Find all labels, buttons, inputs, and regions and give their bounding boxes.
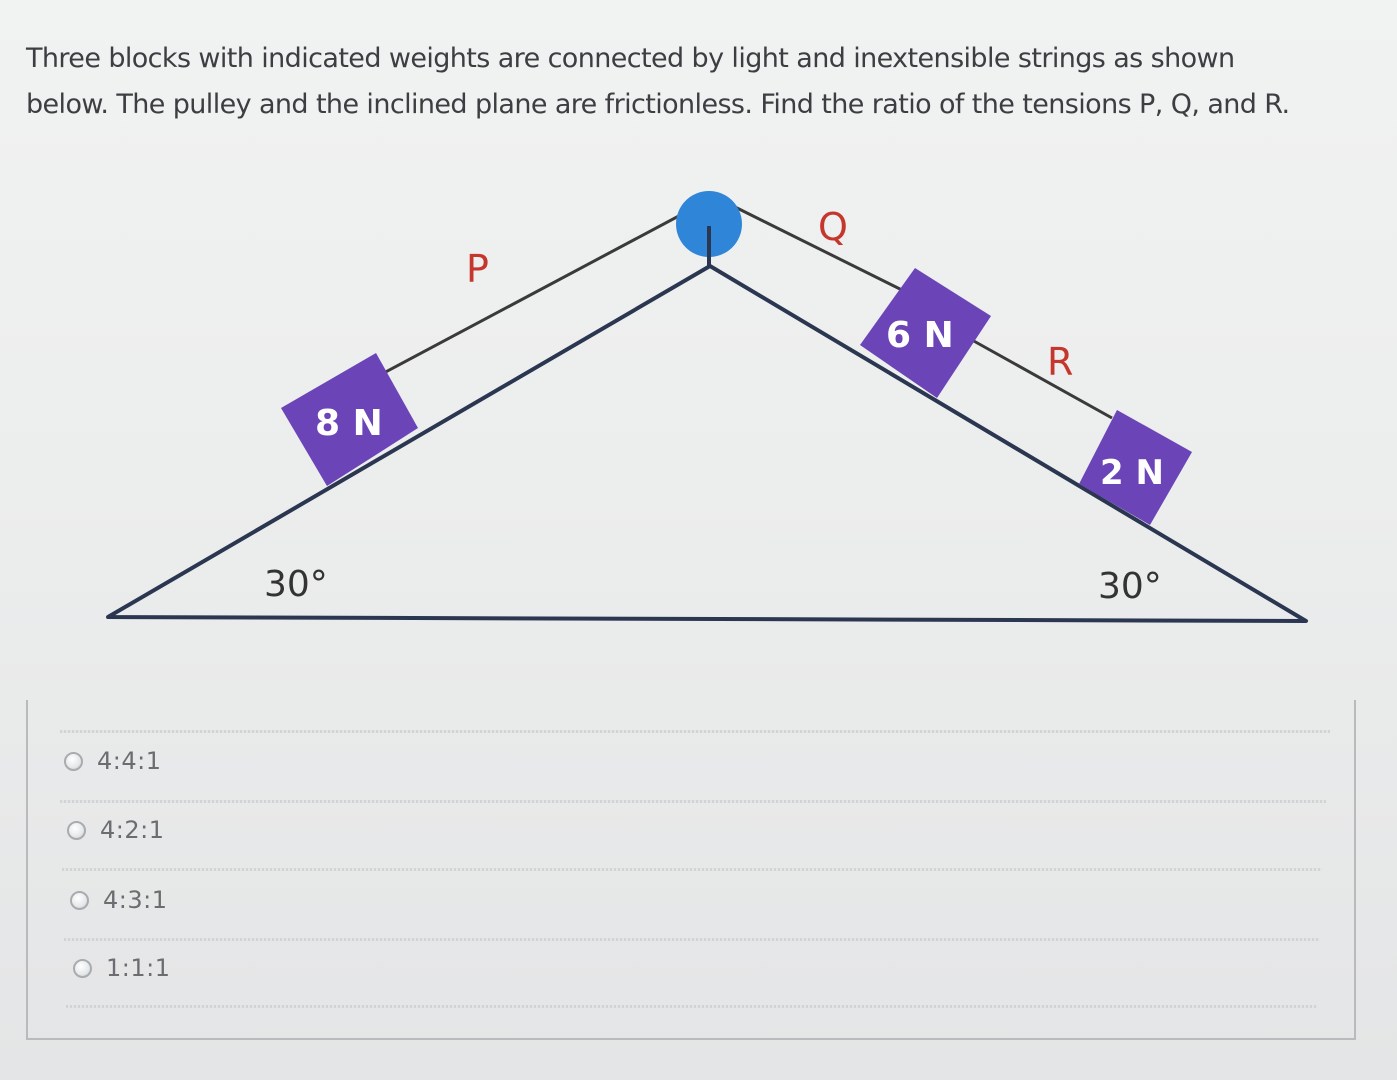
radio-button[interactable] [64,751,83,771]
answer-options-panel [26,700,1356,1040]
answer-option-label: 1:1:1 [106,954,171,982]
answer-option-label: 4:3:1 [103,886,168,914]
block-8n: 8 N [281,353,418,486]
question-line-2: below. The pulley and the inclined plane… [26,89,1290,120]
string-r [971,338,1113,420]
question-line-1: Three blocks with indicated weights are … [26,43,1235,74]
block-6n-label: 6 N [886,315,954,356]
angle-label-right: 30° [1098,566,1162,607]
string-q [734,205,913,297]
radio-button[interactable] [73,958,92,978]
option-divider [60,730,1330,733]
tension-label-p: P [466,247,489,291]
question-text: Three blocks with indicated weights are … [26,36,1366,128]
string-p [379,208,691,377]
block-6n: 6 N [860,268,991,398]
answer-option-label: 4:4:1 [97,747,162,775]
option-divider [62,868,1322,871]
radio-button[interactable] [70,890,89,910]
tension-label-r: R [1047,340,1073,384]
incline-pulley-diagram: 8 N 6 N 2 N P Q R 30° 30° [106,191,1308,623]
radio-button[interactable] [67,820,86,840]
answer-option[interactable]: 4:2:1 [67,813,164,847]
option-divider [66,1005,1318,1008]
block-2n-label: 2 N [1100,453,1164,493]
block-2n-body [1079,410,1192,525]
block-2n: 2 N [1079,410,1192,525]
block-8n-label: 8 N [315,403,383,444]
tension-label-q: Q [818,205,848,249]
option-divider [60,800,1326,803]
pulley [676,191,742,257]
inclined-plane-triangle [106,264,1308,623]
block-8n-body [281,353,418,486]
answer-option[interactable]: 1:1:1 [73,951,170,985]
answer-option[interactable]: 4:4:1 [64,744,161,778]
option-divider [64,938,1320,941]
answer-option[interactable]: 4:3:1 [70,883,167,917]
block-6n-body [860,268,991,398]
angle-label-left: 30° [264,564,328,605]
answer-option-label: 4:2:1 [100,816,165,844]
